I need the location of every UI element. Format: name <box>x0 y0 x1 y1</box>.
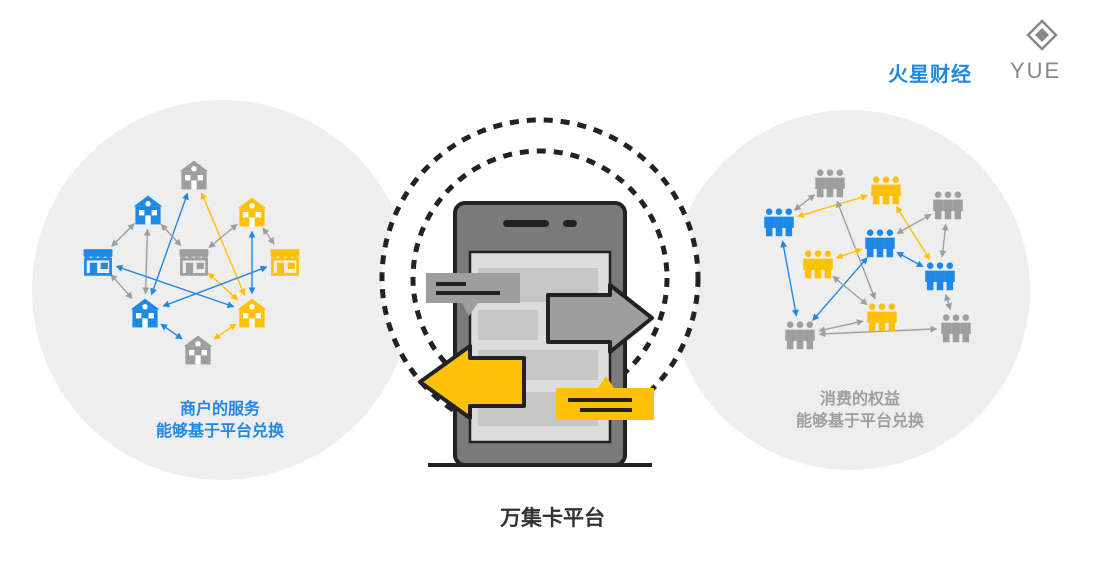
people-link-12 <box>896 214 932 234</box>
shop-link-10 <box>160 323 183 340</box>
brand-logo-icon <box>1026 19 1058 51</box>
brand-sub: YUE <box>1010 58 1062 83</box>
people-group-icon <box>803 250 833 279</box>
brand-name: 火星财经 <box>888 62 972 86</box>
left-caption: 商户的服务 能够基于平台兑换 <box>120 398 320 442</box>
people-link-7 <box>818 325 938 338</box>
platform-label: 万集卡平台 <box>500 506 605 530</box>
shop-link-12 <box>110 273 133 300</box>
people-group-icon <box>815 169 845 198</box>
people-link-2 <box>780 240 799 317</box>
people-group-icon <box>867 303 897 332</box>
people-group-icon <box>933 191 963 220</box>
right-caption-line1: 消费的权益 <box>819 389 900 408</box>
right-caption: 消费的权益 能够基于平台兑换 <box>755 388 965 432</box>
shop-link-11 <box>213 323 237 340</box>
left-caption-line2: 能够基于平台兑换 <box>155 421 284 440</box>
phone-camera <box>563 220 577 227</box>
shop-link-8 <box>162 265 268 308</box>
people-link-3 <box>835 247 863 260</box>
people-group-icon <box>865 229 895 258</box>
bubble-text-line <box>580 408 632 412</box>
inner-dashed-ring <box>410 148 670 408</box>
people-group-icon <box>941 314 971 343</box>
people-link-13 <box>793 194 816 211</box>
phone-speaker <box>503 220 549 227</box>
shop-link-4 <box>262 227 275 245</box>
people-group-icon <box>925 262 955 291</box>
platform-group <box>379 117 701 467</box>
bubble-text-line <box>568 398 632 402</box>
right-caption-line2: 能够基于平台兑换 <box>795 411 924 430</box>
people-link-10 <box>944 293 952 311</box>
outer-dashed-ring <box>379 117 701 439</box>
shop-link-2 <box>111 223 135 247</box>
screen-block <box>478 310 538 340</box>
left-caption-line1: 商户的服务 <box>179 399 260 418</box>
arrow-right-gray <box>546 283 654 354</box>
people-group-icon <box>764 208 794 237</box>
people-link-0 <box>796 193 869 219</box>
bubble-text-line <box>436 282 466 286</box>
bubble-text-line <box>436 291 500 295</box>
people-group-icon <box>871 176 901 205</box>
arrow-left-yellow <box>418 344 526 420</box>
people-link-9 <box>818 319 864 333</box>
shop-link-9 <box>208 223 238 249</box>
shop-link-13 <box>160 223 182 247</box>
people-group-icon <box>785 321 815 350</box>
people-link-11 <box>832 275 868 306</box>
people-link-5 <box>939 223 949 258</box>
